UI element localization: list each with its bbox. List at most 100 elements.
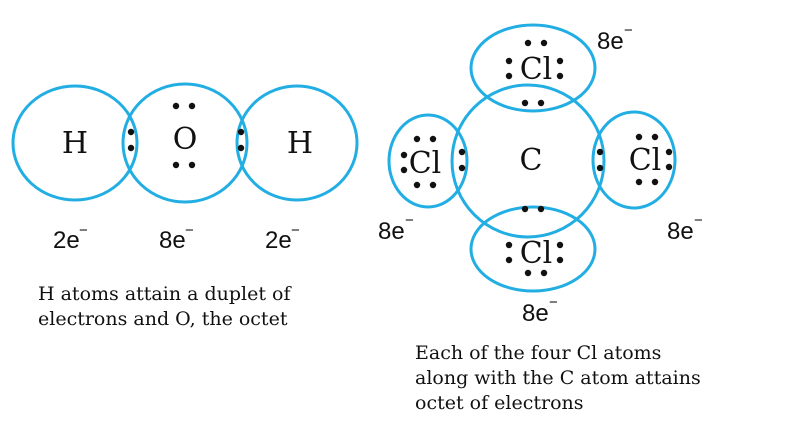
cl-top-ring [469,23,597,113]
o-electron-count: 8e − [159,222,194,254]
cl-left-ring [387,113,469,209]
count-sign: − [405,212,414,229]
o-lone-pair-top [172,102,196,110]
electron-dot [540,269,548,277]
electron-dot [458,164,466,172]
electron-dot [556,57,564,65]
ccl4-caption: Each of the four Cl atoms along with the… [415,341,701,416]
cl-left-symbol: Cl [409,146,442,181]
electron-dot [524,39,532,47]
count-sign: − [624,22,633,39]
c-ring [450,83,606,239]
electron-dot [188,161,196,169]
electron-dot [505,241,513,249]
electron-dot [524,269,532,277]
c-symbol: C [520,143,543,178]
electron-dot [172,102,180,110]
cl-top-electrons [505,39,564,80]
h-left-symbol: H [62,126,88,161]
water-molecule: H O H 2e − [11,82,359,254]
cl-right-ring [591,110,677,210]
count-sign: − [79,222,88,239]
c-cl-right-bond-pair [596,148,604,172]
electron-dot [651,133,659,141]
electron-dot [596,148,604,156]
electron-dot [505,256,513,264]
cl-bottom-ring [469,205,597,293]
electron-dot [505,57,513,65]
electron-dot [400,166,408,174]
o-h-left-bond-pair [127,128,135,152]
ccl4-molecule: C Cl Cl Cl Cl [378,22,703,327]
o-h-right-bond-pair [237,128,245,152]
electron-dot [635,133,643,141]
cl-right-electrons [635,133,673,186]
h-left-electron-count: 2e − [53,222,88,254]
electron-dot [127,128,135,136]
electron-dot [651,178,659,186]
c-cl-top-bond-pair [521,99,545,107]
electron-dot [400,151,408,159]
cl-left-electrons [400,135,437,189]
h-left-ring [11,84,139,202]
electron-dot [237,128,245,136]
electron-dot [172,161,180,169]
count-value: 8e [597,28,624,55]
count-value: 8e [522,300,549,327]
o-symbol: O [173,122,198,157]
electron-dot [665,148,673,156]
electron-dot [429,181,437,189]
cl-bottom-electron-count: 8e − [522,294,558,327]
electron-dot [521,99,529,107]
count-sign: − [549,294,558,311]
electron-dot [413,135,421,143]
cl-bottom-symbol: Cl [520,236,553,271]
electron-dot [188,102,196,110]
electron-dot [596,164,604,172]
electron-dot [505,72,513,80]
electron-dot [540,39,548,47]
electron-dot [237,144,245,152]
caption-line: H atoms attain a duplet of [38,283,291,305]
cl-right-electron-count: 8e − [667,212,703,245]
h-right-electron-count: 2e − [265,222,300,254]
cl-left-electron-count: 8e − [378,212,414,245]
count-value: 2e [53,227,80,254]
c-cl-bottom-bond-pair [521,205,545,213]
cl-top-electron-count: 8e − [597,22,633,55]
water-caption: H atoms attain a duplet of electrons and… [38,282,291,332]
cl-bottom-electrons [505,241,564,277]
caption-line: electrons and O, the octet [38,308,288,330]
caption-line: octet of electrons [415,392,584,414]
h-right-ring [235,84,359,202]
electron-dot [556,72,564,80]
o-ring [121,82,249,204]
electron-dot [537,99,545,107]
count-value: 8e [159,227,186,254]
count-sign: − [185,222,194,239]
o-lone-pair-bottom [172,161,196,169]
c-cl-left-bond-pair [458,148,466,172]
electron-dot [458,148,466,156]
caption-line: Each of the four Cl atoms [415,342,662,364]
cl-right-symbol: Cl [629,143,662,178]
electron-dot [127,144,135,152]
count-sign: − [694,212,703,229]
count-value: 8e [378,218,405,245]
electron-dot [521,205,529,213]
count-value: 2e [265,227,292,254]
electron-dot [665,163,673,171]
electron-dot [429,135,437,143]
electron-dot [413,181,421,189]
h-right-symbol: H [287,126,313,161]
electron-dot [556,241,564,249]
electron-dot [635,178,643,186]
electron-dot [556,256,564,264]
count-value: 8e [667,218,694,245]
caption-line: along with the C atom attains [415,367,701,389]
cl-top-symbol: Cl [520,52,553,87]
electron-dot [537,205,545,213]
count-sign: − [291,222,300,239]
